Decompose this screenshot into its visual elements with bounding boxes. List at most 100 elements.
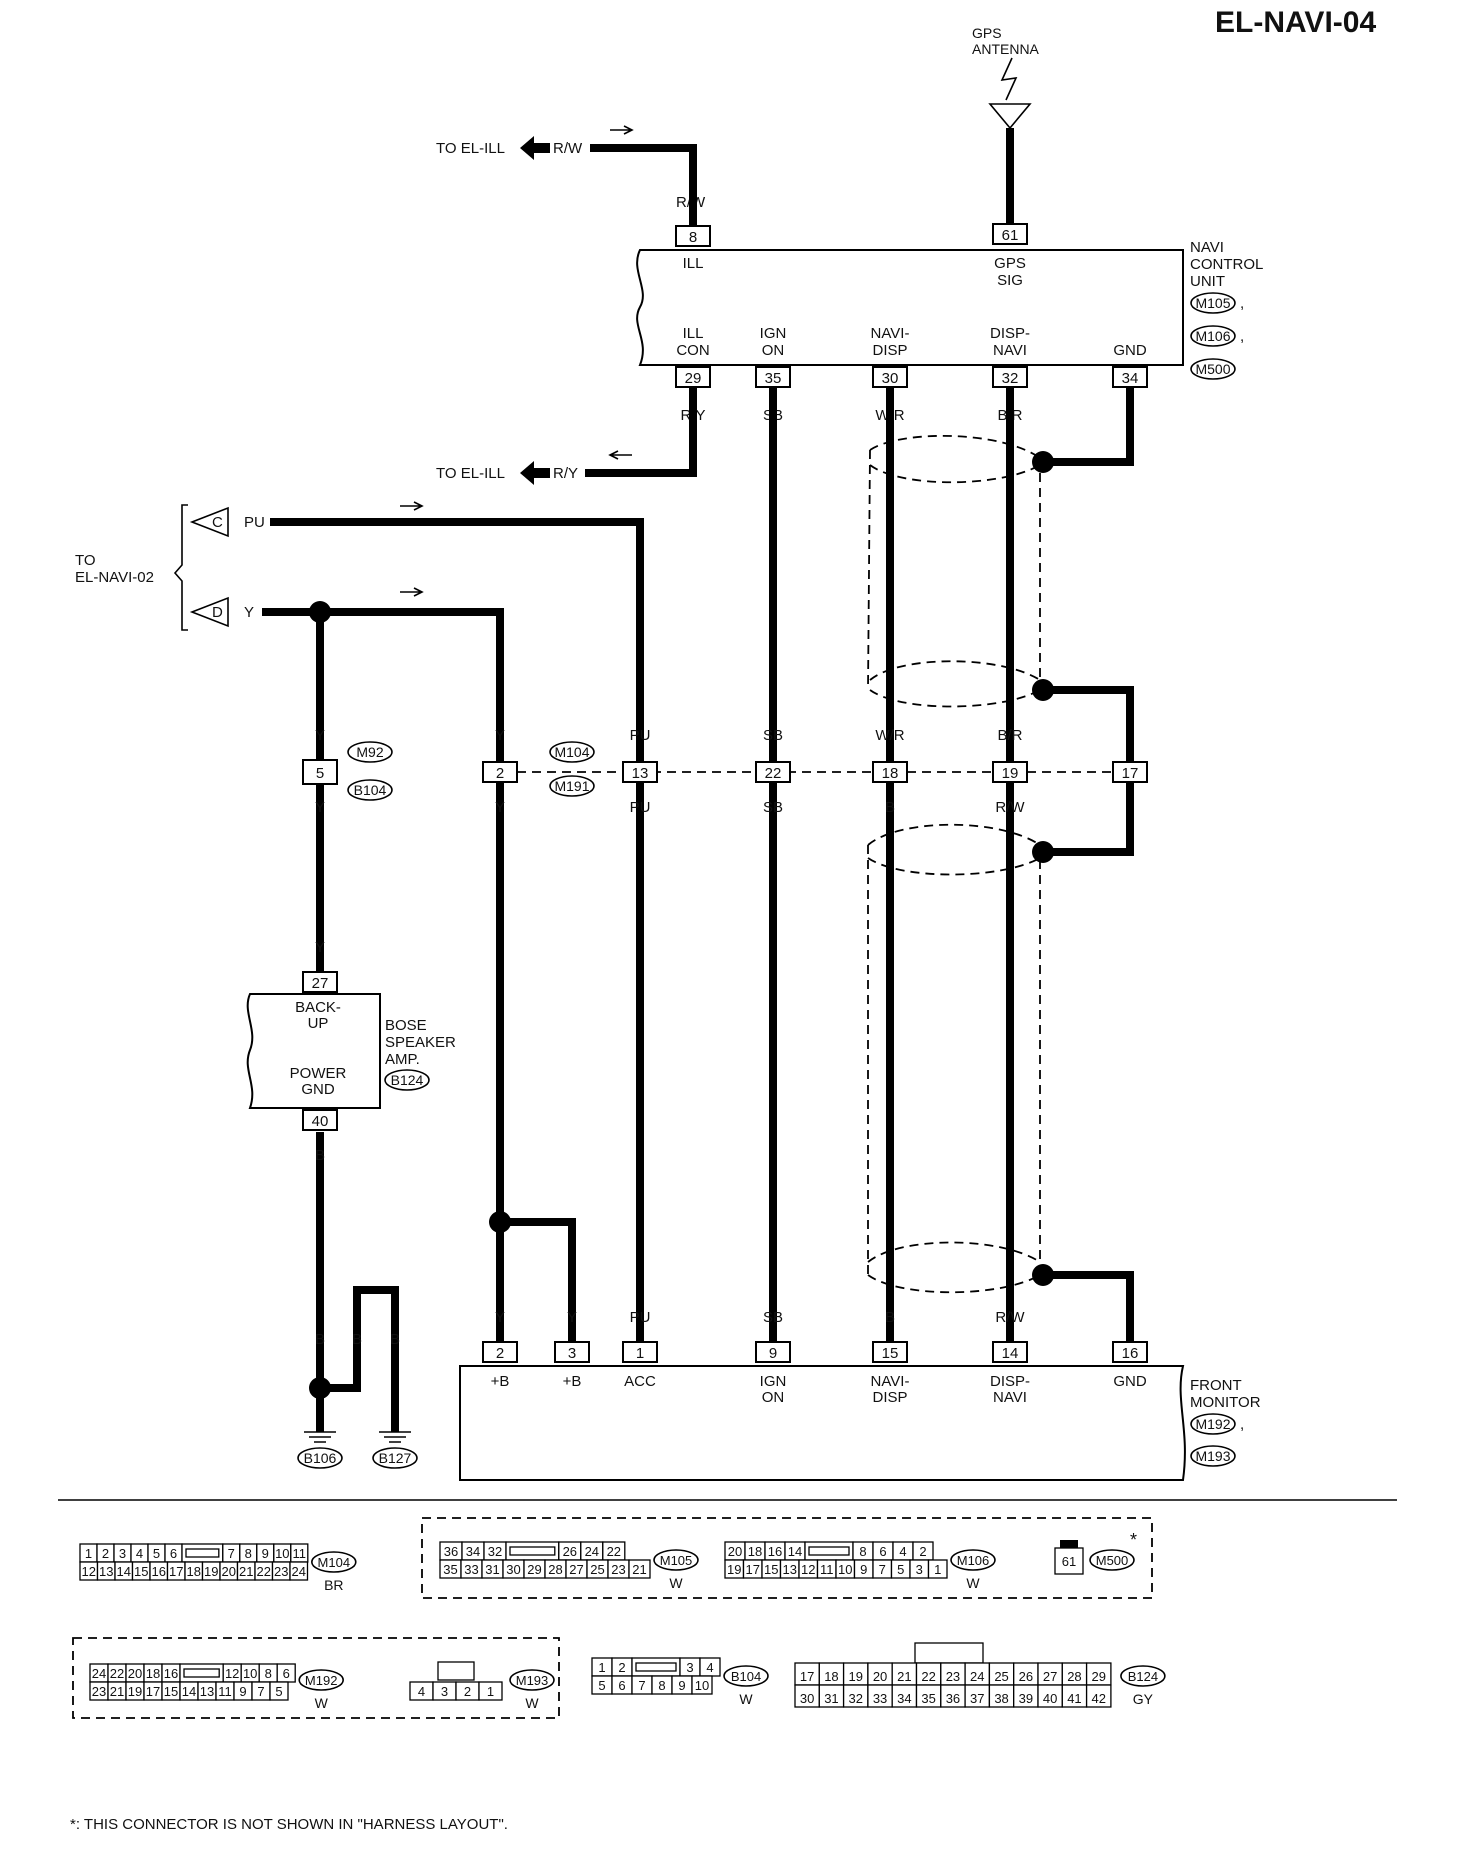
arrow-left-icon <box>520 136 550 160</box>
connector-pin-number: 22 <box>257 1564 271 1579</box>
svg-text:SB: SB <box>763 727 783 744</box>
connector-latch <box>635 1662 677 1672</box>
monitor-pin-14: R/W 14 DISP- NAVI <box>990 1309 1030 1406</box>
offpage-el-ill-bottom: TO EL-ILL R/Y <box>436 387 697 485</box>
connector-code: M104 <box>318 1555 351 1570</box>
svg-text:ON: ON <box>762 342 785 359</box>
connector-latch <box>914 1642 984 1664</box>
monitor-pin-3: Y 3 +B <box>554 1309 590 1390</box>
connector-pin-number: 10 <box>695 1678 709 1693</box>
navi-pin-61: 61 GPS SIG <box>992 223 1028 289</box>
connector-color: W <box>739 1691 753 1707</box>
connector-pin-number: 61 <box>1062 1554 1076 1569</box>
connector-pin-number: 27 <box>569 1562 583 1577</box>
navi-unit-code-m500: M500 <box>1190 358 1236 380</box>
splice-dot <box>309 1377 331 1399</box>
svg-text:M193: M193 <box>1195 1448 1230 1464</box>
mid-pin-13: PU 13 PU <box>622 727 658 816</box>
splice-dot <box>1032 679 1054 701</box>
connector-pin-number: 40 <box>1043 1691 1057 1706</box>
svg-text:B: B <box>315 1331 325 1348</box>
connector-cell <box>269 1681 289 1701</box>
connector-pin-number: 2 <box>618 1660 625 1675</box>
connector-pin-number: 3 <box>686 1660 693 1675</box>
footnote: *: THIS CONNECTOR IS NOT SHOWN IN "HARNE… <box>70 1816 508 1833</box>
svg-text:B: B <box>352 1331 362 1348</box>
svg-text:Y: Y <box>315 799 325 816</box>
wire-gnd-monitor <box>1043 1271 1134 1342</box>
connector-pin-number: 18 <box>824 1669 838 1684</box>
navi-pin-30: NAVI- DISP 30 W/R <box>871 325 910 424</box>
mid-pin-19: B/R 19 R/W <box>992 727 1028 816</box>
svg-text:15: 15 <box>882 1345 899 1362</box>
svg-text:M104: M104 <box>554 744 589 760</box>
svg-text:DISP-: DISP- <box>990 1373 1030 1390</box>
connector-pin-number: 16 <box>164 1666 178 1681</box>
connector-code-oval <box>950 1549 996 1571</box>
bose-amp-box <box>246 993 381 1109</box>
svg-text:,: , <box>1240 1416 1244 1433</box>
connector-pin-number: 30 <box>800 1691 814 1706</box>
svg-text:NAVI-: NAVI- <box>871 1373 910 1390</box>
offpage-c-connector: C PU <box>189 506 265 538</box>
connector-pin-number: 17 <box>146 1684 160 1699</box>
page-title: EL-NAVI-04 <box>1215 6 1376 39</box>
svg-text:B/R: B/R <box>997 727 1022 744</box>
svg-text:35: 35 <box>765 370 782 387</box>
svg-text:NAVI: NAVI <box>993 1389 1027 1406</box>
svg-text:R/W: R/W <box>995 799 1025 816</box>
connector-pin-number: 26 <box>563 1544 577 1559</box>
connector-pin-number: 33 <box>464 1562 478 1577</box>
navi-unit-name-1: NAVI <box>1190 239 1224 256</box>
connector-pin-number: 34 <box>466 1544 480 1559</box>
svg-text:19: 19 <box>1002 765 1019 782</box>
connector-pin-number: 18 <box>146 1666 160 1681</box>
wire-y <box>262 608 504 762</box>
svg-text:M191: M191 <box>554 778 589 794</box>
connector-pin-number: 10 <box>275 1546 289 1561</box>
shield-lower <box>867 823 1041 1294</box>
svg-text:17: 17 <box>1122 765 1139 782</box>
connector-pin-number: 22 <box>110 1666 124 1681</box>
wire-ill-rw <box>590 144 697 226</box>
connector-pin-number: 23 <box>611 1562 625 1577</box>
connector-pin-number: 13 <box>200 1684 214 1699</box>
svg-text:M105: M105 <box>1195 295 1230 311</box>
connector-color: BR <box>324 1577 343 1593</box>
navi-pin-32: DISP- NAVI 32 B/R <box>990 325 1030 424</box>
connector-color: W <box>525 1695 539 1711</box>
svg-text:IGN: IGN <box>760 1373 787 1390</box>
connector-cell <box>478 1681 503 1701</box>
svg-text:SB: SB <box>763 1309 783 1326</box>
connector-pin-number: 36 <box>946 1691 960 1706</box>
connector-pin-number: 20 <box>873 1669 887 1684</box>
wire-gnd-navi <box>1043 387 1134 466</box>
svg-text:ACC: ACC <box>624 1373 656 1390</box>
connector-pin-number: 28 <box>548 1562 562 1577</box>
svg-text:32: 32 <box>1002 370 1019 387</box>
svg-text:ILL: ILL <box>683 325 704 342</box>
svg-text:M500: M500 <box>1195 361 1230 377</box>
connector-code: M192 <box>305 1673 338 1688</box>
wire-shield-lower <box>1043 782 1134 856</box>
connector-pin-number: 8 <box>859 1544 866 1559</box>
dashed-group-frame <box>421 1517 1153 1599</box>
connector-pin-number: 2 <box>102 1546 109 1561</box>
svg-text:CON: CON <box>676 342 709 359</box>
navi-control-unit: NAVI CONTROL UNIT M105 , M106 , M500 8 I… <box>636 223 1263 424</box>
svg-text:,: , <box>1240 295 1244 312</box>
svg-text:B: B <box>315 1147 325 1164</box>
connector-pin-number: 9 <box>262 1546 269 1561</box>
gps-antenna-label: ANTENNA <box>972 41 1040 57</box>
svg-text:Y: Y <box>315 727 325 744</box>
connector-pin-number: 30 <box>506 1562 520 1577</box>
connector-pin-number: 3 <box>441 1684 448 1699</box>
connector-pin-number: 17 <box>746 1562 760 1577</box>
